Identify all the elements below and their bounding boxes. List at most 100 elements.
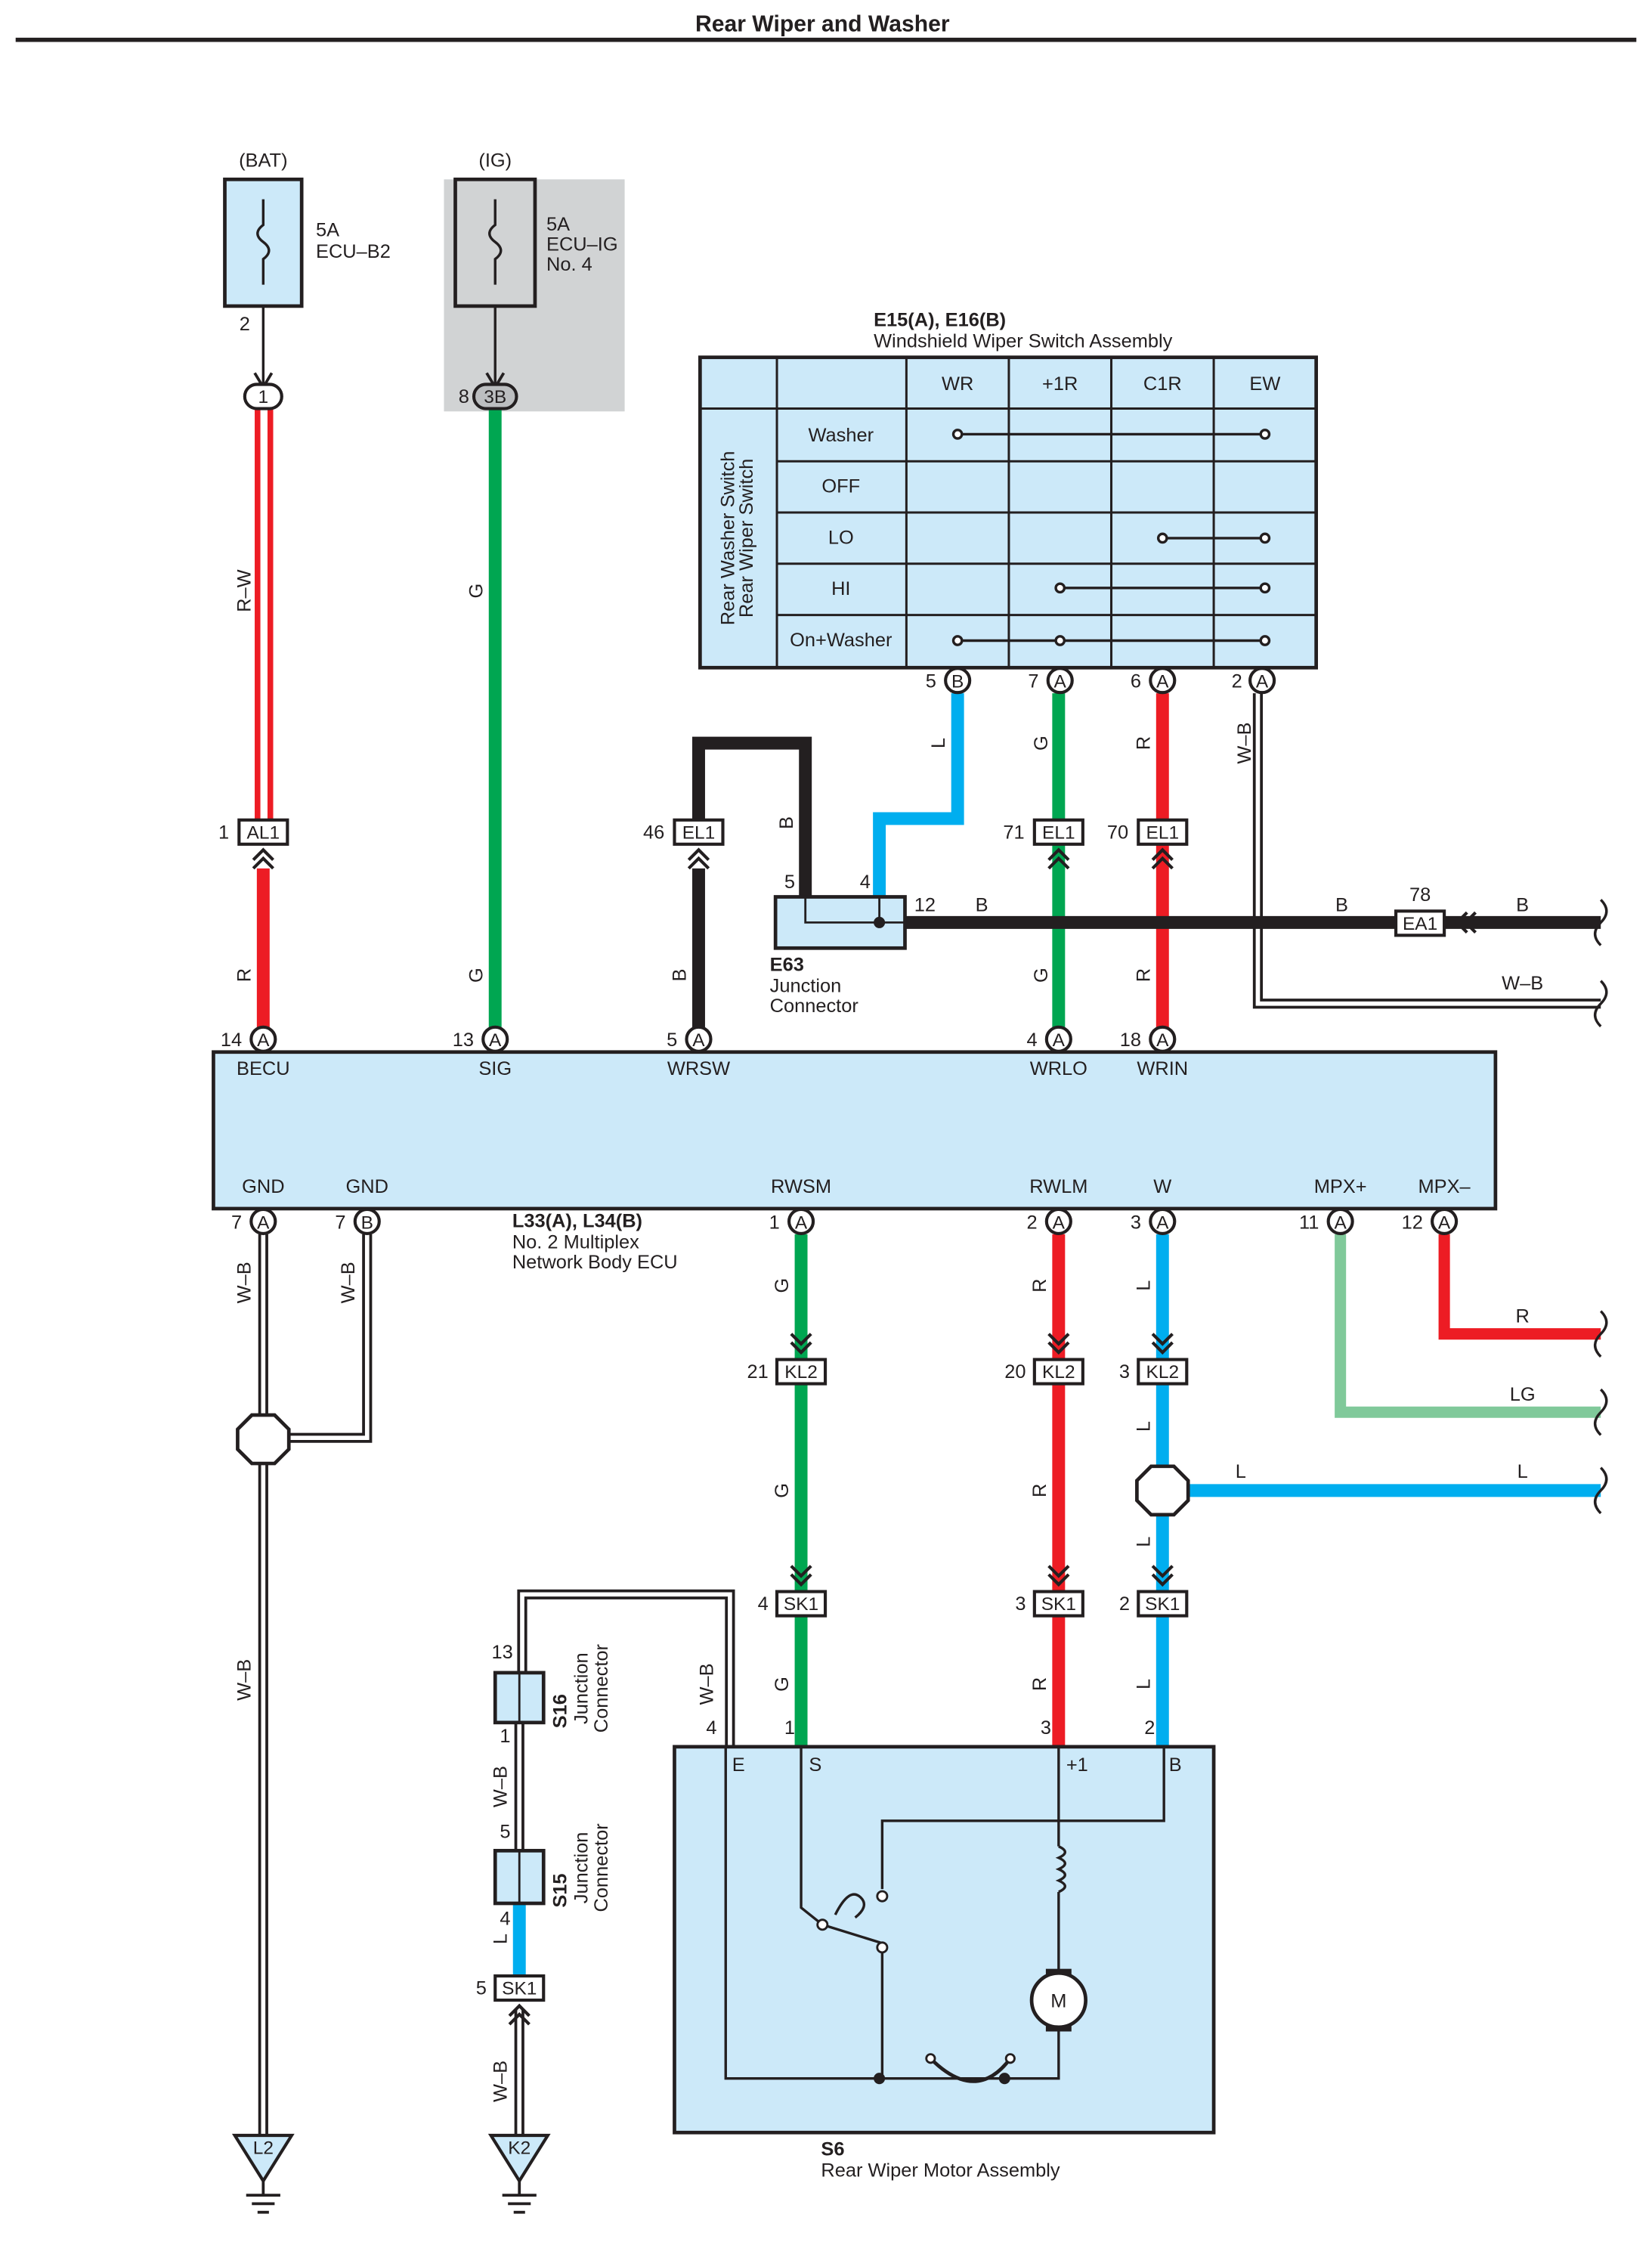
connector-arrow bbox=[252, 847, 274, 870]
ecu-terminal-pin: 4 bbox=[1026, 1030, 1037, 1051]
wire-label: G bbox=[466, 968, 487, 983]
junction-name2: Connector bbox=[770, 996, 859, 1017]
wire-label: G bbox=[1031, 968, 1052, 983]
switch-ref: E15(A), E16(B) bbox=[874, 309, 1006, 330]
junction-pin: 4 bbox=[500, 1908, 510, 1929]
motor-wire-motor-return bbox=[1004, 2028, 1060, 2080]
motor-symbol: M bbox=[1050, 1990, 1066, 2011]
fuse-ig-connector bbox=[472, 382, 518, 410]
ecu-terminal bbox=[1326, 1207, 1354, 1235]
ground-k2: K2 bbox=[487, 2133, 551, 2214]
connector-pin: 21 bbox=[747, 1361, 768, 1383]
continuity-dot bbox=[1259, 429, 1271, 440]
fuse-ig-name2: No. 4 bbox=[546, 254, 592, 275]
continuity-dot bbox=[1054, 635, 1066, 646]
wire-label: B bbox=[976, 894, 988, 915]
ecu-terminal bbox=[249, 1025, 277, 1053]
connector-pin: 1 bbox=[218, 822, 229, 843]
ecu-terminal-pin: 11 bbox=[1299, 1212, 1319, 1233]
switch-pin-num: 7 bbox=[1028, 671, 1038, 692]
connector-al1 bbox=[237, 818, 289, 846]
connector-arrow bbox=[790, 1565, 812, 1587]
ecu-terminal-name: WRIN bbox=[1137, 1058, 1188, 1079]
wire-label: R bbox=[1029, 1484, 1050, 1497]
ecu-terminal bbox=[249, 1207, 277, 1235]
wire-label: G bbox=[772, 1278, 793, 1293]
junction-name1: Junction bbox=[571, 1832, 592, 1904]
wire-switch-l bbox=[873, 693, 964, 897]
continuation-mark bbox=[1594, 899, 1608, 946]
ecu-terminal-pin: 1 bbox=[769, 1212, 780, 1233]
connector-el1-71 bbox=[1032, 818, 1084, 846]
connector-arrow bbox=[508, 2003, 531, 2026]
junction-ref: S15 bbox=[549, 1873, 571, 1907]
junction-pin: 13 bbox=[492, 1642, 513, 1663]
connector-ea1-box bbox=[1394, 909, 1446, 937]
wire-label: L bbox=[1133, 1280, 1154, 1291]
wire-continuation-marks bbox=[1594, 899, 1608, 1515]
wire-label: R bbox=[234, 968, 255, 982]
connector-sk1-4 bbox=[775, 1590, 828, 1618]
connector-sk1-3 bbox=[1032, 1590, 1084, 1618]
motor-brush bbox=[1045, 1968, 1072, 1975]
switch-row-hi: HI bbox=[831, 578, 850, 599]
junction-pin: 1 bbox=[500, 1726, 510, 1747]
fuse-bat-amp: 5A bbox=[316, 220, 339, 241]
wire-labels-upper: R–W G L G R W–B B R G B G R B B B W–B bbox=[234, 569, 1543, 994]
connector-label: KL2 bbox=[1146, 1362, 1180, 1383]
switch-row-lo: LO bbox=[828, 527, 854, 548]
ecu-terminal-pin: 13 bbox=[453, 1030, 474, 1051]
junction-pin: 12 bbox=[914, 894, 936, 915]
fuse-ig-name1: ECU–IG bbox=[546, 234, 618, 255]
connector-arrow bbox=[790, 1333, 812, 1355]
ecu-terminal-name: MPX– bbox=[1418, 1176, 1471, 1197]
connector-kl2-21 bbox=[775, 1358, 828, 1386]
wire-label: B bbox=[776, 816, 797, 829]
ecu-terminal-pin: 12 bbox=[1402, 1212, 1423, 1233]
ecu-terminal-name: WRSW bbox=[667, 1058, 730, 1079]
motor-switch-blade bbox=[821, 1923, 883, 1945]
wire-label: R bbox=[1515, 1306, 1529, 1327]
ecu-terminal bbox=[1431, 1207, 1459, 1235]
ecu-terminal bbox=[685, 1025, 713, 1053]
w-splice bbox=[1135, 1464, 1190, 1517]
continuity-dot bbox=[1259, 635, 1271, 646]
switch-pin-7a bbox=[1046, 667, 1074, 695]
ecu-terminal-pin: 7 bbox=[335, 1212, 345, 1233]
wire-label: W–B bbox=[696, 1663, 717, 1705]
junction-pin: 5 bbox=[500, 1821, 510, 1842]
connector-kl2-20 bbox=[1032, 1358, 1084, 1386]
ecu-terminal-conn: A bbox=[1438, 1212, 1451, 1233]
fuse-ig-pin: 8 bbox=[459, 386, 469, 407]
connector-label: EA1 bbox=[1403, 914, 1437, 934]
fuse-ig-amp: 5A bbox=[546, 214, 570, 235]
wire-label: G bbox=[466, 584, 487, 599]
connector-pin: 78 bbox=[1409, 884, 1431, 906]
wires bbox=[255, 408, 1601, 2135]
park-contact bbox=[1004, 2053, 1016, 2064]
connector-sk1-2 bbox=[1137, 1590, 1189, 1618]
motor-box bbox=[673, 1745, 1216, 2135]
ecu-terminal-name: MPX+ bbox=[1314, 1176, 1367, 1197]
connector-arrow bbox=[1151, 1565, 1174, 1587]
connector-pin: 71 bbox=[1003, 822, 1024, 843]
switch-col-wr: WR bbox=[942, 373, 973, 395]
ground-splice bbox=[236, 1413, 291, 1466]
ecu-terminal-name: RWSM bbox=[771, 1176, 831, 1197]
wire-label: L bbox=[1133, 1421, 1154, 1432]
motor-ref: S6 bbox=[821, 2138, 844, 2160]
wire-label: G bbox=[772, 1483, 793, 1498]
wire-label: W–B bbox=[234, 1262, 255, 1303]
fuse-ig-connector-label: 3B bbox=[484, 387, 506, 407]
switch-pin-num: 6 bbox=[1131, 671, 1141, 692]
switch-pins: B 5 A 7 A 6 A 2 bbox=[926, 667, 1276, 695]
diagram-title: Rear Wiper and Washer bbox=[695, 11, 950, 36]
junction-name2: Connector bbox=[591, 1823, 612, 1912]
wire-label: G bbox=[1031, 735, 1052, 751]
fuse-bat-source: (BAT) bbox=[239, 150, 287, 171]
junction-dot bbox=[874, 2073, 886, 2085]
ecu-bottom-terminals: GND A 7 GND B 7 RWSM A 1 RWLM A 2 W A 3 … bbox=[231, 1176, 1471, 1235]
ecu-terminal-conn: A bbox=[257, 1212, 270, 1233]
wire-label: B bbox=[1335, 894, 1348, 915]
junction-pin: 4 bbox=[860, 872, 871, 893]
